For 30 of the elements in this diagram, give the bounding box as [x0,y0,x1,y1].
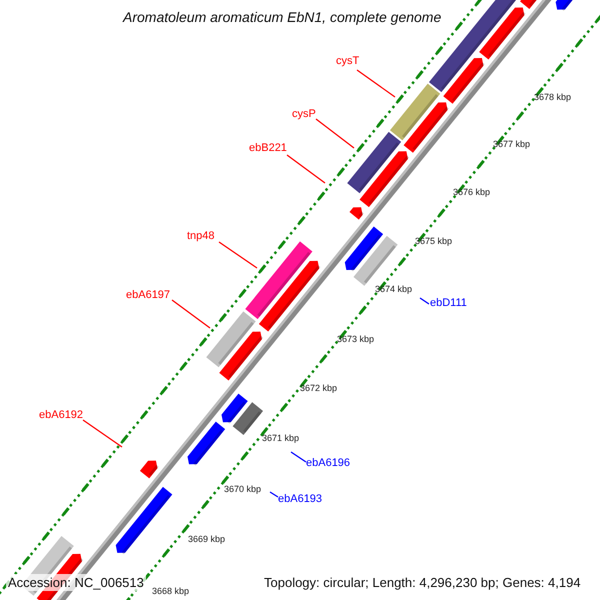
gene-label: tnp48 [187,230,215,243]
leader-line [356,70,396,98]
leader-line [290,452,306,462]
tick-label: 3668 kbp [152,586,190,597]
gene-label: ebA6197 [126,289,170,302]
tick-label: 3669 kbp [188,534,226,545]
tick-label: 3673 kbp [337,334,374,345]
gene-label: ebA6192 [39,409,84,422]
tick-label: 3672 kbp [300,383,338,394]
tick-label: 3671 kbp [262,433,300,444]
tick-label: 3677 kbp [493,139,530,150]
footer-text: Accession: NC_006513 [6,574,146,591]
leader-line [270,492,278,498]
tick-label: 3678 kbp [534,92,572,103]
tick-label: 3674 kbp [375,284,412,295]
leader-line [286,154,326,184]
tick-label: 3670 kbp [224,484,262,495]
tick-label: 3675 kbp [415,236,452,247]
gene-label: ebD111 [430,297,467,310]
gene-label: cysT [336,55,360,68]
leader-line [316,118,354,148]
tick-label: 3676 kbp [453,187,490,198]
leader-line [82,420,122,448]
gene-label: cysP [292,108,316,121]
leader-line [218,242,258,268]
gene-label: ebA6196 [306,457,350,470]
leader-line [172,300,210,328]
gene-label: ebB221 [249,142,287,155]
leader-line [420,298,430,304]
gene-label: ebA6193 [278,493,322,506]
